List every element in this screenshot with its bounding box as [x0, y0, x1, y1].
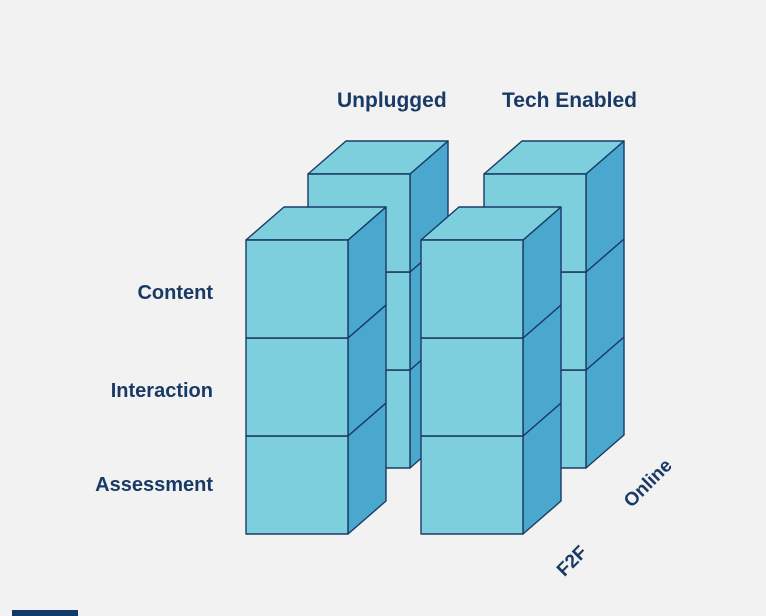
- cube-f2f-unplugged-content-front: [245, 239, 349, 339]
- row-label-assessment: Assessment: [95, 474, 213, 496]
- cube-f2f-unplugged-interaction-front: [245, 337, 349, 437]
- row-label-interaction: Interaction: [110, 380, 213, 402]
- cube-f2f-tech-enabled-interaction-front: [420, 337, 524, 437]
- cube-f2f-tech-enabled-content-front: [420, 239, 524, 339]
- cube-f2f-unplugged-assessment-front: [245, 435, 349, 535]
- row-label-content: Content: [137, 282, 213, 304]
- cube-f2f-tech-enabled-assessment-front: [420, 435, 524, 535]
- column-label-tech-enabled: Tech Enabled: [502, 89, 637, 112]
- column-label-unplugged: Unplugged: [337, 89, 447, 112]
- corner-accent-bar: [12, 610, 78, 616]
